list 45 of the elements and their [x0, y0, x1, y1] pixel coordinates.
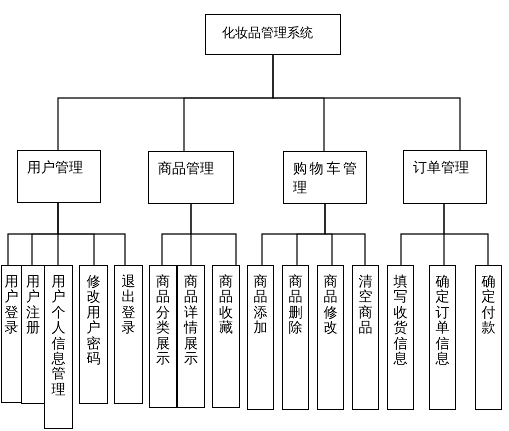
function-box	[475, 265, 502, 410]
function-box	[429, 265, 456, 410]
connector-line	[272, 55, 461, 150]
root-box	[205, 14, 341, 55]
function-label: 修改用户密码	[86, 275, 100, 368]
module-box	[403, 150, 487, 204]
connector-line	[443, 204, 489, 265]
module-box	[148, 151, 234, 204]
function-label: 商品删除	[288, 275, 302, 337]
module-box	[17, 150, 101, 203]
function-label: 商品详情展示	[184, 275, 198, 368]
module-label: 商品管理	[158, 160, 215, 179]
connector-line	[57, 203, 126, 265]
function-label: 商品修改	[324, 275, 338, 337]
module-label: 订单管理	[413, 159, 470, 178]
function-box	[1, 265, 22, 403]
function-label: 填写收货信息	[394, 275, 408, 368]
module-label: 用户管理	[27, 159, 84, 178]
function-label: 退出登录	[122, 275, 136, 337]
module-label: 购物车管理	[293, 160, 357, 198]
function-label: 确定付款	[482, 275, 496, 337]
function-label: 商品添加	[254, 275, 268, 337]
function-label: 确定订单信息	[436, 275, 450, 368]
function-box	[44, 265, 73, 429]
function-box	[317, 265, 344, 410]
function-label: 用户登录	[4, 275, 18, 337]
function-box	[282, 265, 309, 410]
function-box	[21, 265, 45, 404]
connector-line	[324, 204, 366, 265]
function-box	[114, 265, 143, 404]
function-box	[177, 265, 205, 408]
function-label: 清空商品	[358, 275, 372, 337]
function-box	[247, 265, 274, 410]
function-box	[387, 265, 414, 410]
root-label: 化妆品管理系统	[222, 25, 313, 43]
function-label: 商品分类展示	[156, 275, 170, 368]
module-box	[283, 151, 367, 204]
function-label: 用户个人信息管理	[52, 275, 66, 398]
function-box	[149, 265, 177, 408]
function-label: 用户注册	[26, 275, 40, 337]
connector-line	[190, 204, 237, 265]
function-box	[212, 265, 240, 408]
function-box	[352, 265, 379, 410]
function-label: 商品收藏	[219, 275, 233, 337]
function-box	[79, 265, 108, 404]
